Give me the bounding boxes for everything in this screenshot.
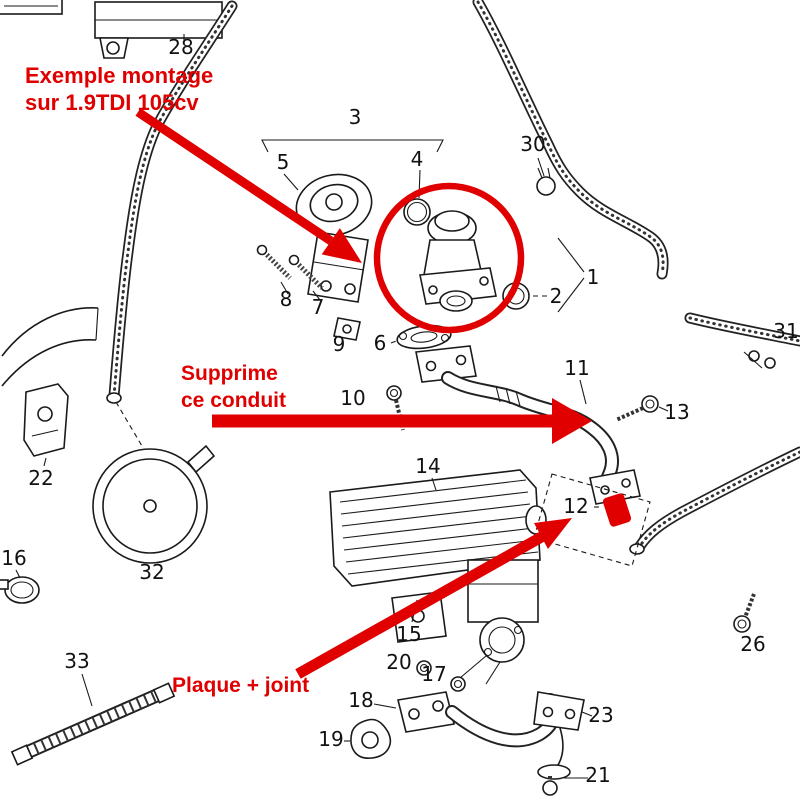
part-label-12: 12 [563, 494, 589, 518]
bolt-21 [542, 776, 588, 796]
corrugated-hose-33 [10, 673, 176, 766]
flange-18 [373, 691, 455, 733]
annotation-remove-line2: ce conduit [181, 389, 287, 412]
red-arrow-plate-joint [295, 518, 572, 679]
part-label-22: 22 [28, 466, 54, 490]
egr-pipe-11 [415, 345, 641, 505]
part-label-20: 20 [386, 650, 412, 674]
red-arrow-remove-pipe [212, 398, 592, 444]
bracket-22 [23, 383, 69, 467]
vacuum-hose-right-edge [690, 318, 800, 369]
screw-8 [256, 244, 292, 295]
bracket-group-1 [557, 237, 585, 313]
red-gasket-12-marker [594, 493, 632, 527]
part-label-8: 8 [279, 287, 293, 311]
part-label-21: 21 [585, 763, 611, 787]
part-label-1: 1 [586, 265, 600, 289]
part-label-7: 7 [311, 295, 325, 319]
part-label-16: 16 [1, 546, 27, 570]
part-label-14: 14 [415, 454, 441, 478]
annotation-example-line2: sur 1.9TDI 105cv [25, 90, 199, 115]
part-label-31: 31 [773, 319, 799, 343]
hose-clamp-16 [0, 569, 40, 604]
part-label-30: 30 [520, 132, 546, 156]
turbo-flange-5 [295, 173, 373, 303]
part-label-33: 33 [64, 649, 90, 673]
part-label-4: 4 [410, 147, 424, 171]
bolt-26 [733, 593, 756, 633]
egr-downpipe-23 [452, 691, 593, 780]
part-label-11: 11 [564, 356, 590, 380]
vacuum-hose-left [106, 6, 232, 447]
vacuum-actuator-32 [92, 444, 216, 564]
part-label-18: 18 [348, 688, 374, 712]
part-label-19: 19 [318, 727, 344, 751]
egr-cooler-14 [329, 469, 547, 587]
part-label-15: 15 [396, 622, 422, 646]
vacuum-hose-top-right [478, 2, 663, 274]
gasket-9 [333, 317, 361, 341]
part-label-23: 23 [588, 703, 614, 727]
gasket-19 [344, 718, 392, 759]
screw-7 [288, 254, 324, 301]
vacuum-hose-lower-right [629, 452, 800, 555]
part-label-6: 6 [373, 331, 387, 355]
egr-valve-body [419, 210, 497, 312]
part-label-3: 3 [348, 105, 362, 129]
bolt-13 [615, 395, 669, 422]
annotation-example-mount: Exemple montage sur 1.9TDI 105cv [25, 62, 213, 116]
left-arc-fragment [1, 307, 99, 387]
annotation-example-line1: Exemple montage [25, 63, 214, 88]
part-label-26: 26 [740, 632, 766, 656]
part-label-5: 5 [276, 150, 290, 174]
nut-20 [416, 660, 432, 676]
annotation-plate-joint: Plaque + joint [172, 674, 310, 697]
part-28-bracket [94, 1, 223, 59]
part-label-32: 32 [139, 560, 165, 584]
hose-clamp-30 [536, 157, 556, 196]
o-ring-4 [403, 198, 431, 226]
dashed-mount-region [533, 473, 651, 567]
red-arrow-example [135, 108, 362, 263]
part-label-28: 28 [168, 35, 194, 59]
part-label-17: 17 [421, 662, 447, 686]
part-label-13: 13 [664, 400, 690, 424]
nut-17 [450, 676, 466, 692]
part-label-2: 2 [549, 284, 563, 308]
annotation-remove-line1: Supprime [181, 362, 278, 385]
part-label-9: 9 [332, 332, 346, 356]
part-label-10: 10 [340, 386, 366, 410]
red-highlight-circle [373, 182, 525, 334]
annotation-remove-duct: Supprime ce conduit [181, 360, 286, 414]
corner-fragment-top-left [0, 0, 63, 15]
